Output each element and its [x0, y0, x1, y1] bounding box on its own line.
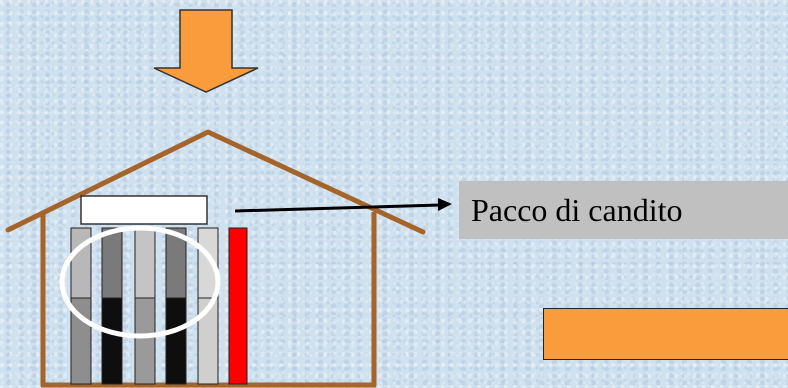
- hive-frames: [70, 227, 248, 385]
- frame-2-top: [101, 227, 123, 299]
- candy-pack-label: Pacco di candito: [459, 181, 788, 239]
- down-arrow-icon: [153, 9, 259, 93]
- orange-box: [543, 308, 788, 360]
- bee-cluster-outline: [59, 225, 221, 339]
- candy-pack: [80, 195, 208, 225]
- frame-1-top: [70, 227, 92, 299]
- frame-3-top: [134, 227, 156, 299]
- pointer-arrow-line: [234, 203, 441, 213]
- frame-4-top: [165, 227, 187, 299]
- frame-5-top: [197, 227, 219, 299]
- feeder-frame: [228, 227, 248, 385]
- hive-roof: [5, 129, 426, 235]
- pointer-arrowhead-icon: [438, 198, 452, 211]
